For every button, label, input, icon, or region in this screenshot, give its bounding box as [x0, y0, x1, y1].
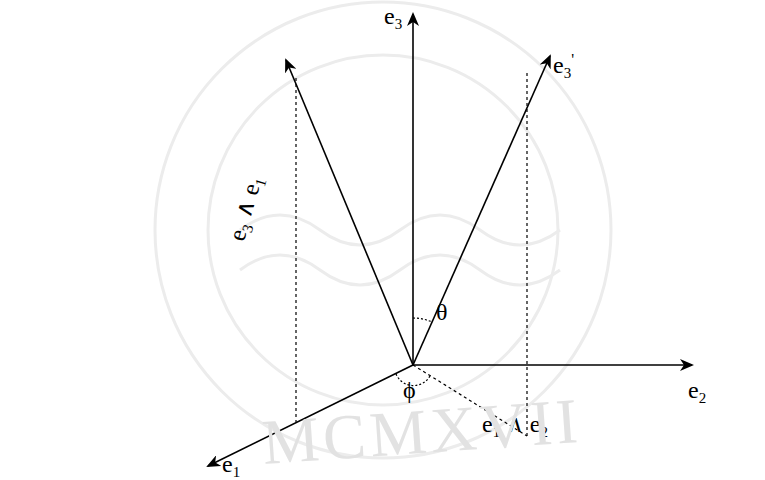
axis-e2: [413, 364, 692, 366]
axis-label: e3: [384, 4, 402, 32]
angle-label: θ: [436, 300, 448, 324]
theta-arc: [413, 318, 432, 322]
watermark-seal: [155, 2, 611, 458]
projection-line: [295, 78, 296, 422]
watermark: MCMXVII: [260, 389, 583, 475]
axis-label: e1: [222, 452, 240, 480]
vector-e3-prime: [413, 56, 550, 365]
projection-line: [526, 70, 527, 436]
bivector-label: e3 ∧ e1: [224, 173, 269, 244]
angle-label: ϕ: [403, 378, 416, 402]
axis-label: e3': [553, 52, 574, 81]
axis-label: e2: [688, 378, 706, 406]
vector-e3-wedge-e1: [286, 60, 413, 365]
axis-e3: [412, 14, 414, 365]
